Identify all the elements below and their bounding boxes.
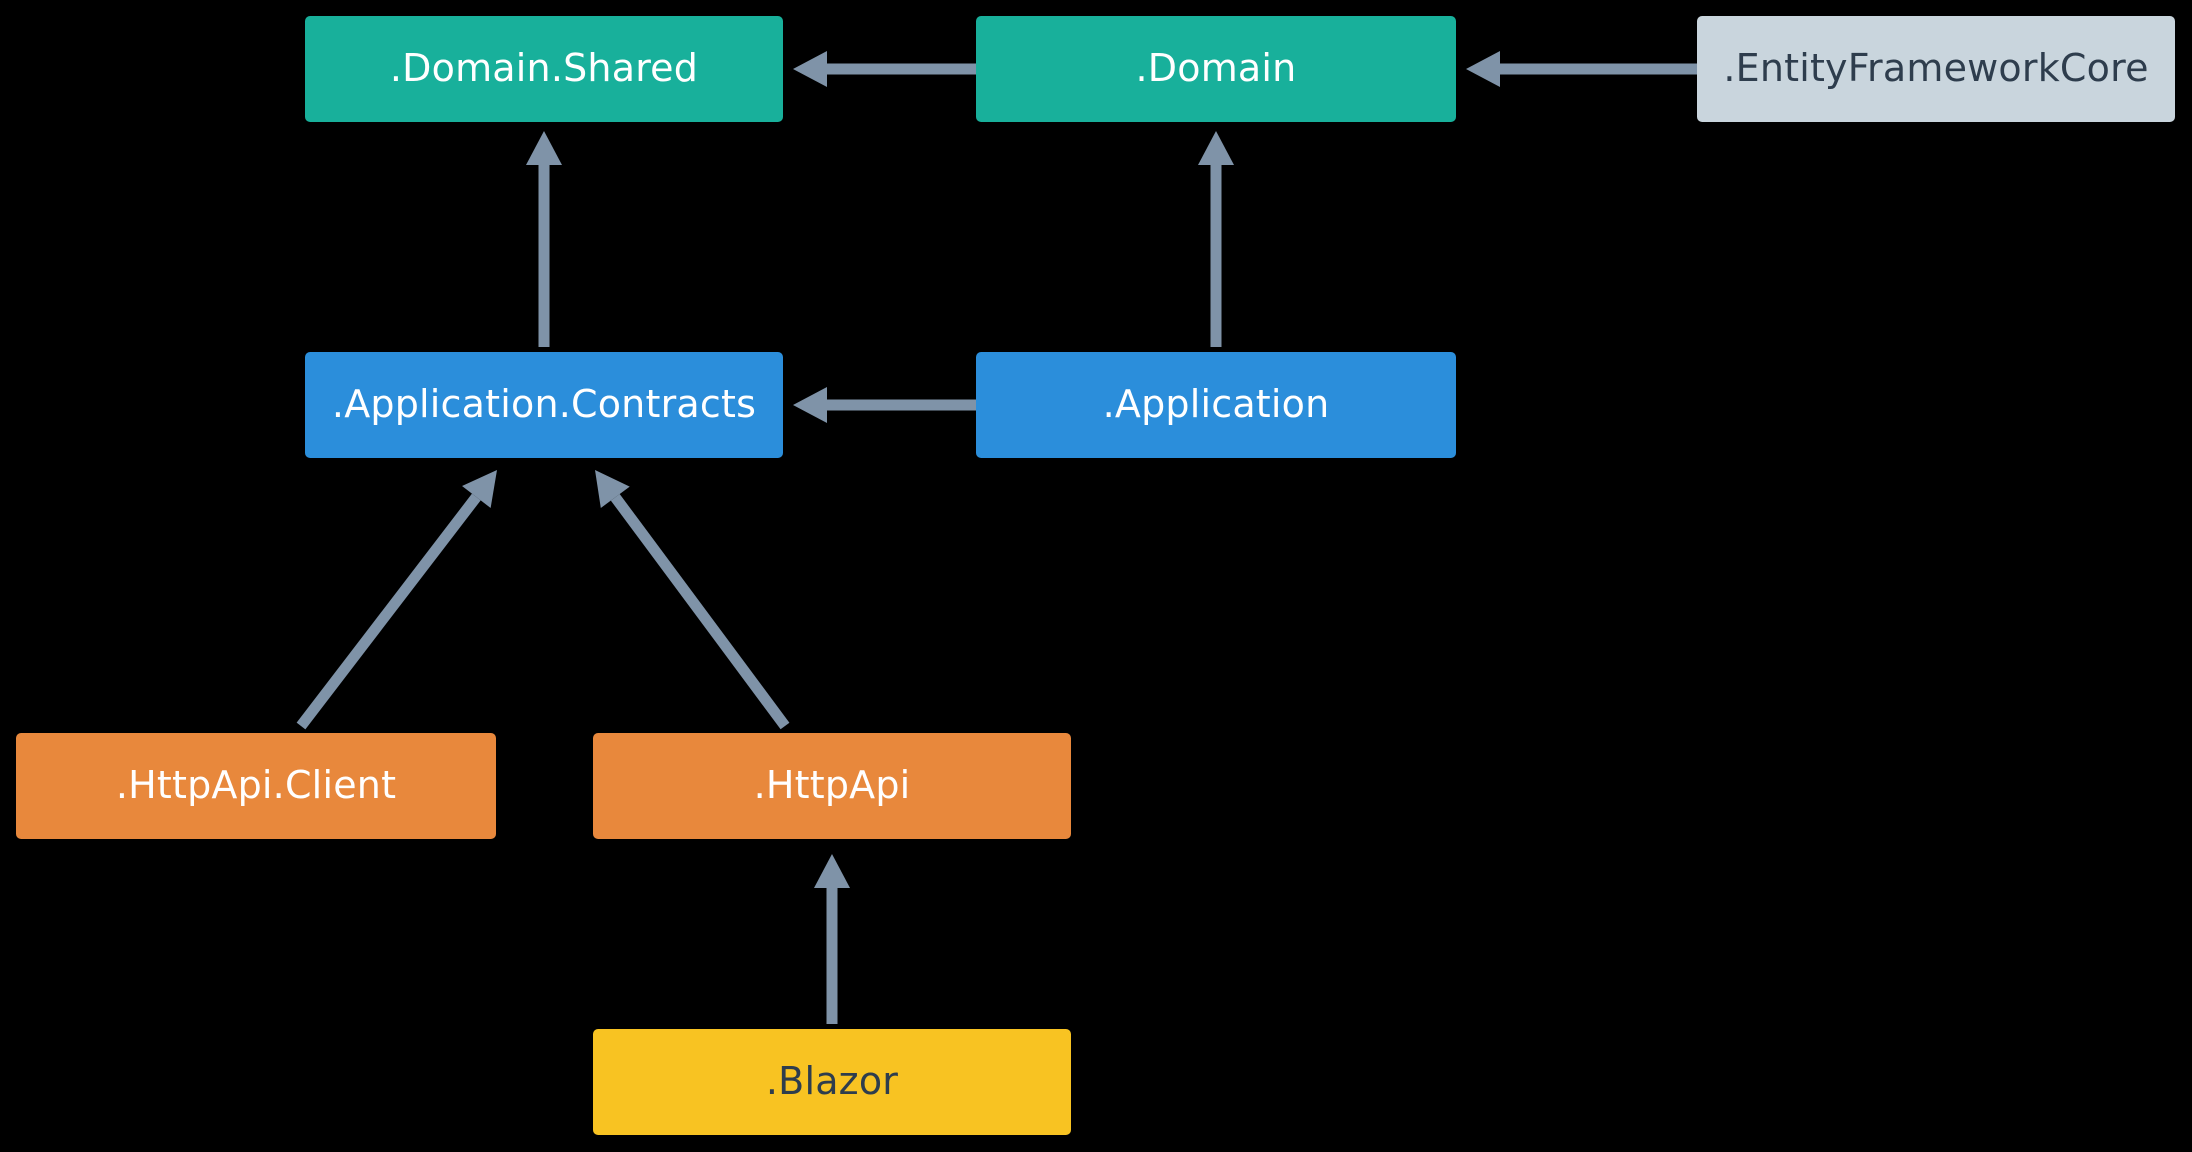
node-label-domain: .Domain (1135, 46, 1297, 91)
edge-entityframeworkcore-to-domain (1466, 51, 1697, 87)
edge-httpapi-to-application-contracts (595, 470, 790, 730)
edge-application-contracts-to-domain-shared (526, 131, 562, 347)
node-domain[interactable]: .Domain (976, 16, 1456, 122)
node-httpapi-client[interactable]: .HttpApi.Client (16, 733, 496, 839)
node-blazor[interactable]: .Blazor (593, 1029, 1071, 1135)
node-httpapi[interactable]: .HttpApi (593, 733, 1071, 839)
edge-application-to-application-contracts (793, 387, 976, 423)
node-application-contracts[interactable]: .Application.Contracts (305, 352, 783, 458)
edge-domain-to-domain-shared (793, 51, 976, 87)
edge-httpapi-client-to-application-contracts (296, 470, 497, 730)
node-label-application: .Application (1102, 382, 1330, 427)
node-label-blazor: .Blazor (765, 1059, 899, 1104)
node-label-entityframeworkcore: .EntityFrameworkCore (1723, 46, 2149, 91)
edge-blazor-to-httpapi (814, 854, 850, 1024)
node-label-domain-shared: .Domain.Shared (389, 46, 699, 91)
node-domain-shared[interactable]: .Domain.Shared (305, 16, 783, 122)
node-application[interactable]: .Application (976, 352, 1456, 458)
node-entityframeworkcore[interactable]: .EntityFrameworkCore (1697, 16, 2175, 122)
edge-application-to-domain (1198, 131, 1234, 347)
node-label-httpapi-client: .HttpApi.Client (115, 763, 397, 808)
node-label-httpapi: .HttpApi (753, 763, 911, 808)
node-label-application-contracts: .Application.Contracts (331, 382, 757, 427)
